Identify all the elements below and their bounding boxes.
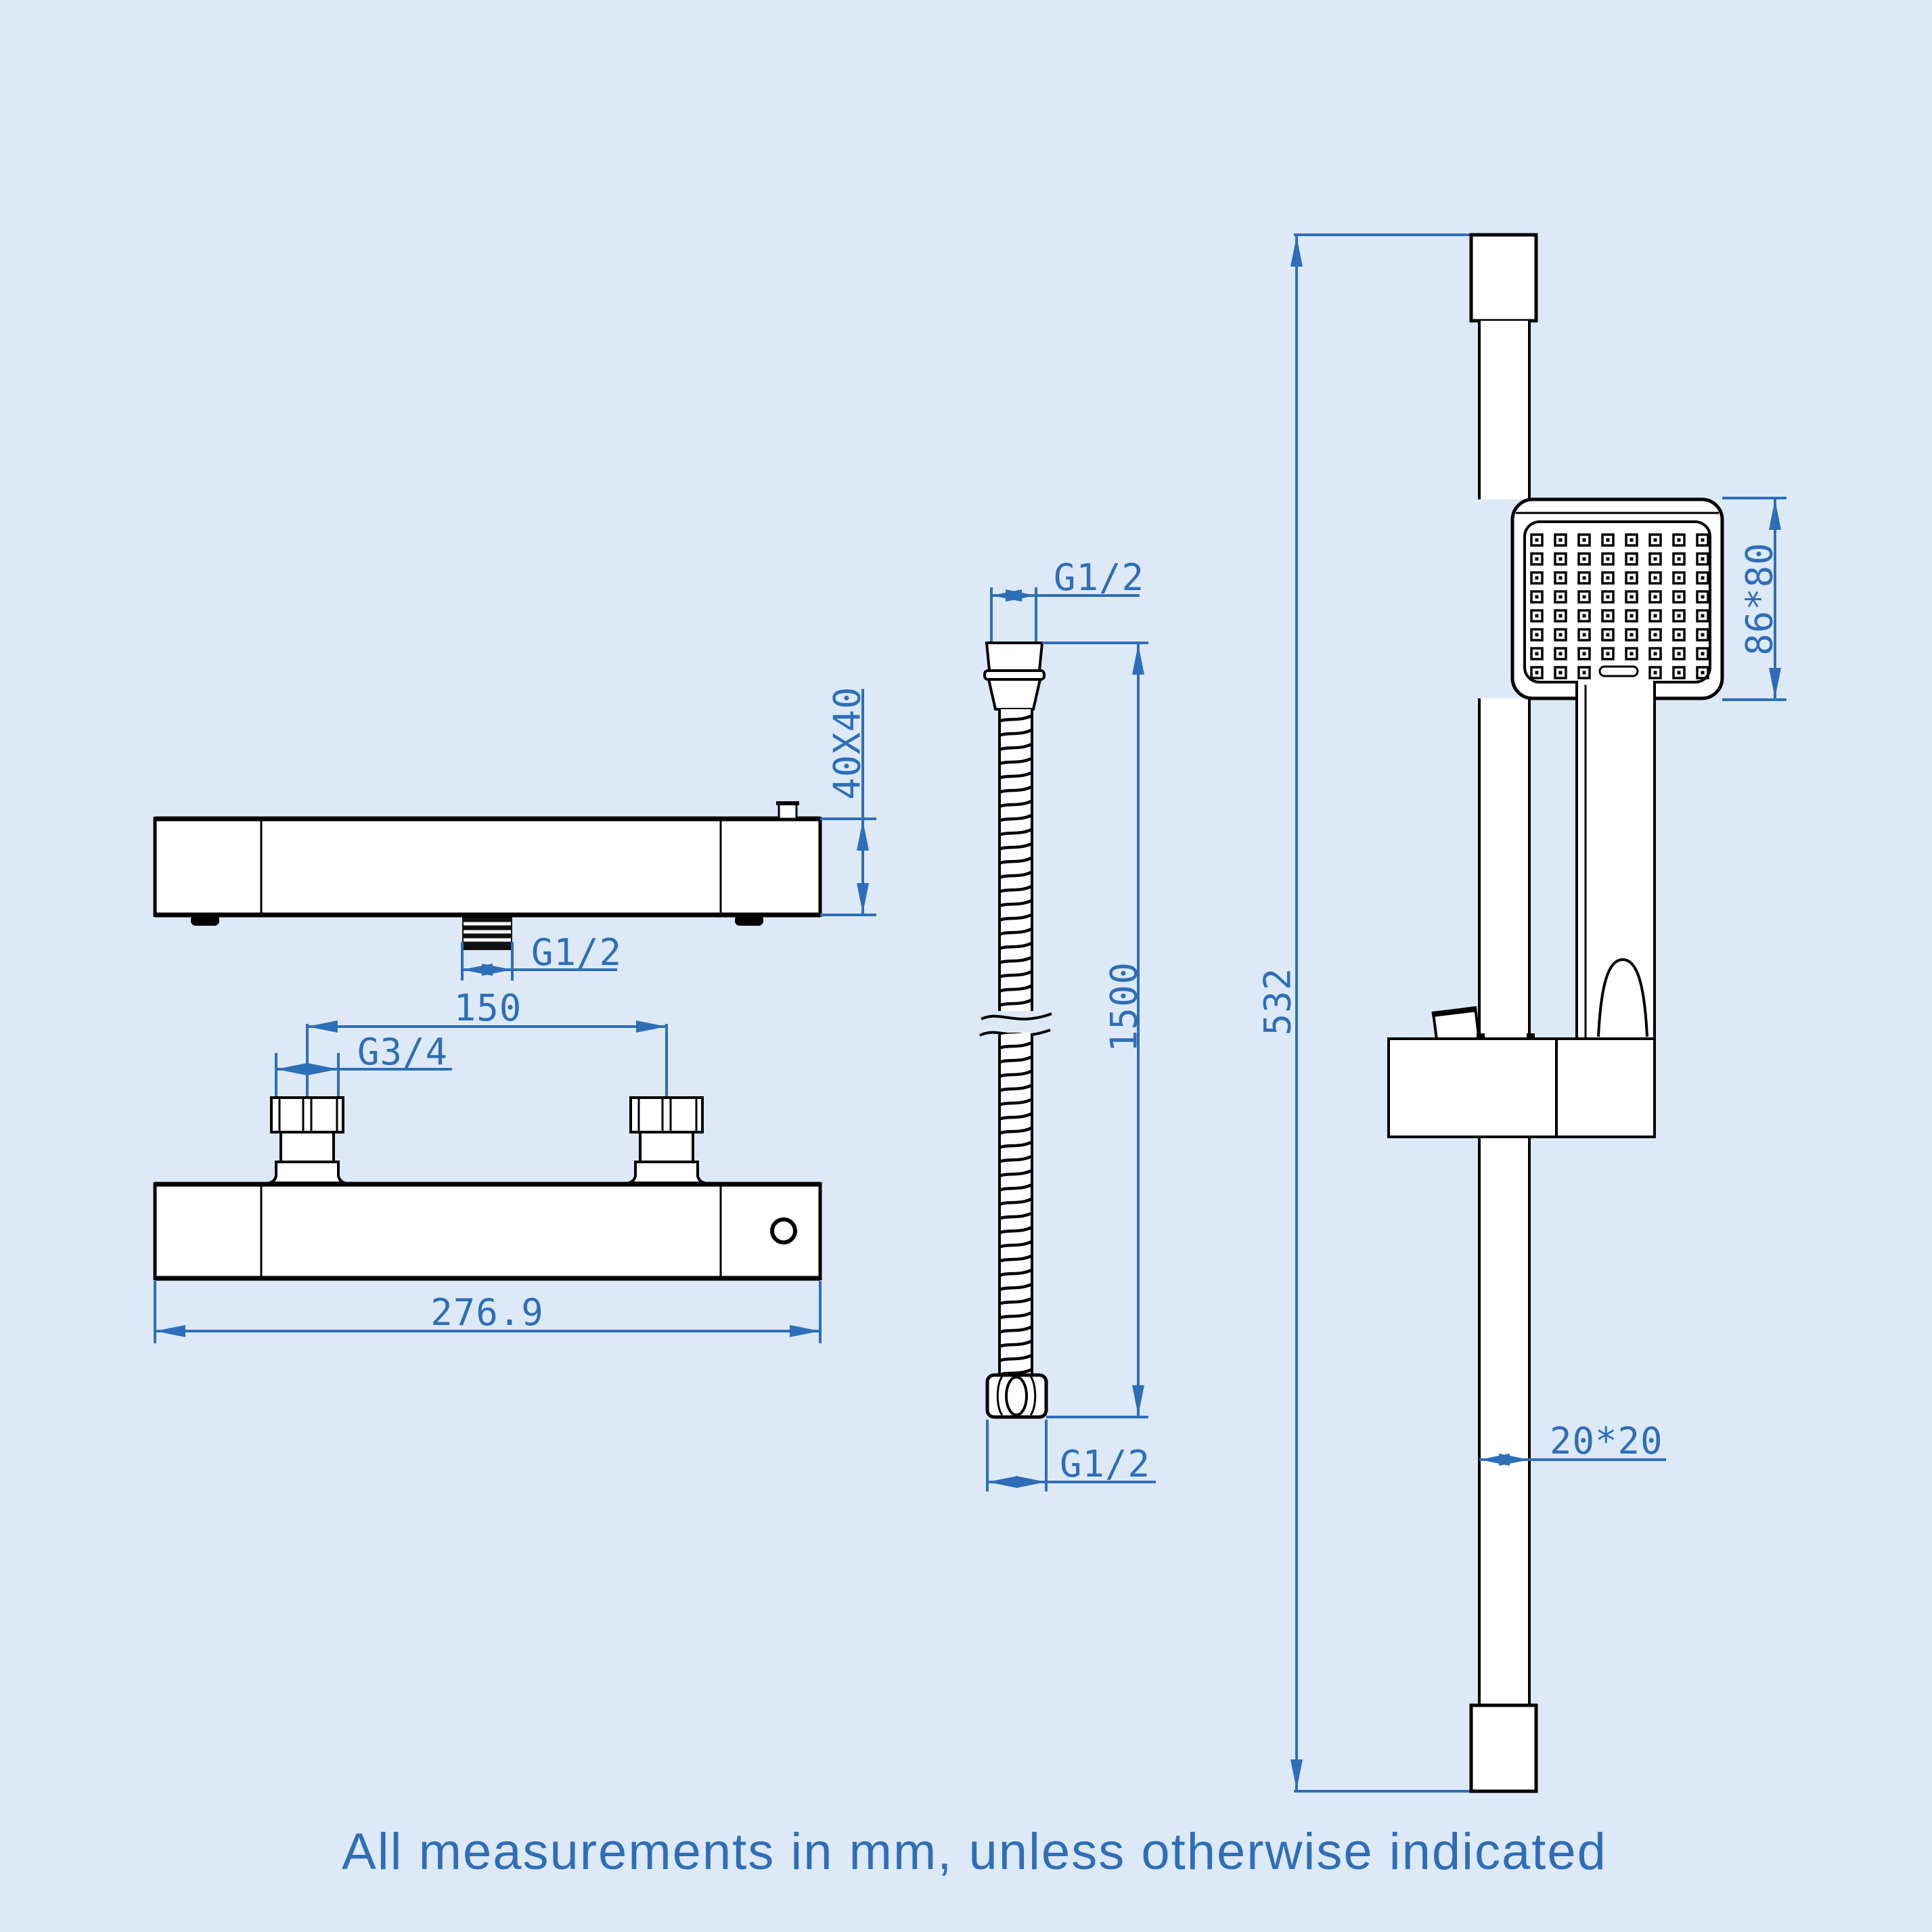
hose-break [980, 1011, 1054, 1034]
outlet-thread-label: G1/2 [531, 931, 622, 974]
handle-arch-cutout [1597, 958, 1648, 1037]
rail-bottom-cap [1469, 1703, 1538, 1793]
rail-top-cap [1469, 233, 1538, 323]
inlet-spacing-label: 150 [454, 987, 522, 1029]
valve-height-label: 40X40 [826, 686, 869, 800]
hose-tube [979, 709, 1054, 1375]
dim-40x40: 40X40 [820, 686, 876, 916]
valve-front-view: 150 G3/4 276.9 [153, 987, 822, 1343]
side-control-port [770, 1217, 797, 1244]
hose-bottom-thread-label: G1/2 [1060, 1443, 1150, 1485]
hose-top-thread-label: G1/2 [1054, 556, 1144, 599]
slider-bracket [1387, 1033, 1656, 1138]
dim-20x20: 20*20 [1479, 1420, 1666, 1466]
rail-bar [1478, 321, 1531, 1705]
hose-length-label: 1500 [1103, 962, 1146, 1052]
rail-view: 532 [1257, 233, 1787, 1793]
dim-1500: 1500 [1042, 642, 1148, 1418]
rail-section-label: 20*20 [1550, 1420, 1663, 1462]
outlet-thread [462, 915, 512, 950]
valve-top-view: 40X40 G1/2 [153, 686, 876, 981]
valve-body-front-view [153, 1182, 822, 1281]
hose-top-connector [983, 642, 1046, 711]
measurement-note: All measurements in mm, unless otherwise… [342, 1823, 1607, 1881]
hose-bottom-nut [985, 1373, 1048, 1419]
handset-face-label: 86*80 [1738, 542, 1781, 656]
inlet-thread-label: G3/4 [357, 1031, 448, 1073]
rail-length-label: 532 [1257, 968, 1299, 1036]
mounting-foot-right [735, 915, 763, 926]
dim-outlet-g12: G1/2 [461, 931, 622, 981]
dim-86x80: 86*80 [1722, 497, 1787, 701]
dim-276-9: 276.9 [154, 1281, 822, 1343]
inlet-connector-right [628, 1096, 705, 1184]
handset-handle [1575, 681, 1656, 1039]
overall-width-label: 276.9 [430, 1291, 544, 1334]
hose-view: G1/2 1500 G1/2 [979, 556, 1156, 1491]
dim-inlet-g34: G3/4 [275, 1031, 452, 1096]
shower-head [1510, 497, 1724, 700]
stop-button [776, 801, 799, 820]
nozzle-grid [1530, 533, 1709, 679]
dim-hose-bottom-g12: G1/2 [986, 1420, 1156, 1491]
valve-body-top-view [153, 816, 822, 918]
mounting-foot-left [191, 915, 219, 926]
dim-hose-top-g12: G1/2 [990, 556, 1144, 642]
dim-150: 150 [306, 987, 668, 1096]
spray-slot [1598, 665, 1639, 677]
inlet-connector-left [269, 1096, 346, 1184]
